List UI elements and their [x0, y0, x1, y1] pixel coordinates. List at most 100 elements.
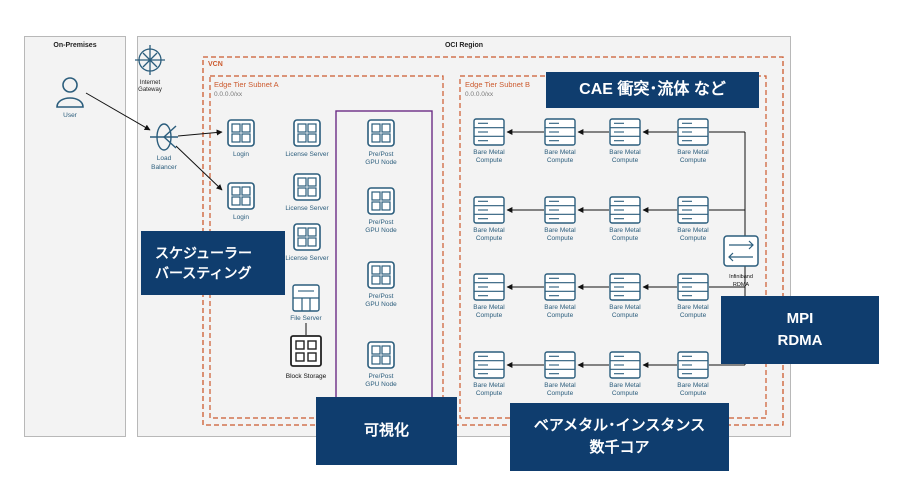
bare-metal-label: Compute	[476, 390, 503, 397]
bare-metal-label: Compute	[612, 390, 639, 397]
license-server-2-icon	[293, 173, 321, 201]
bare-metal-server-icon	[473, 351, 505, 379]
gpu-node-4-icon	[367, 341, 395, 369]
bare-metal-label: Bare Metal	[609, 304, 641, 311]
scheduler-line2: バースティング	[155, 265, 252, 281]
bare-metal-label: Compute	[547, 235, 574, 242]
gpu-node-3-icon	[367, 261, 395, 289]
internet-gateway-line2: Gateway	[138, 87, 162, 93]
user-label: User	[63, 112, 78, 119]
bare-metal-label: Bare Metal	[473, 382, 505, 389]
vcn-label: VCN	[208, 61, 223, 68]
infiniband-switch-icon	[723, 235, 759, 267]
gpu-node-3-line2: GPU Node	[365, 301, 397, 308]
bare-metal-label: Compute	[476, 157, 503, 164]
baremetal-line1: ベアメタル･インスタンス	[533, 417, 706, 435]
cae-callout: CAE 衝突･流体 など	[546, 72, 759, 108]
bare-metal-server-icon	[609, 273, 641, 301]
gpu-node-2-icon	[367, 187, 395, 215]
subnet-b-cidr: 0.0.0.0/xx	[465, 91, 494, 98]
license-server-1-label: License Server	[285, 151, 329, 158]
login-1-icon	[227, 119, 255, 147]
on-premises-title: On-Premises	[53, 42, 97, 49]
login-2-label: Login	[233, 214, 249, 221]
visualization-callout: 可視化	[316, 397, 457, 465]
license-server-3-icon	[293, 223, 321, 251]
bare-metal-label: Bare Metal	[473, 227, 505, 234]
internet-gateway-line1: Internet	[140, 80, 161, 86]
gpu-node-1-icon	[367, 119, 395, 147]
bare-metal-server-icon	[544, 351, 576, 379]
bare-metal-label: Compute	[612, 312, 639, 319]
bare-metal-label: Compute	[680, 312, 707, 319]
bare-metal-label: Compute	[547, 312, 574, 319]
bare-metal-server-icon	[544, 273, 576, 301]
bare-metal-server-icon	[609, 118, 641, 146]
mpi-callout: MPI RDMA	[721, 296, 879, 364]
mpi-line1: MPI	[786, 310, 814, 328]
bare-metal-server-icon	[544, 118, 576, 146]
license-server-3-label: License Server	[285, 255, 329, 262]
bare-metal-label: Bare Metal	[677, 149, 709, 156]
gpu-node-3-line1: Pre/Post	[369, 293, 394, 300]
bare-metal-label: Bare Metal	[609, 149, 641, 156]
scheduler-line1: スケジューラー	[155, 244, 253, 261]
bare-metal-label: Compute	[547, 157, 574, 164]
file-server-icon	[292, 284, 320, 312]
bare-metal-label: Compute	[612, 157, 639, 164]
bare-metal-label: Bare Metal	[473, 149, 505, 156]
gpu-node-2-line1: Pre/Post	[369, 219, 394, 226]
bare-metal-label: Compute	[680, 235, 707, 242]
block-storage-icon	[290, 335, 322, 367]
bare-metal-label: Compute	[476, 235, 503, 242]
bare-metal-server-icon	[473, 273, 505, 301]
user-to-lb-arrow	[85, 92, 151, 131]
load-balancer-line2: Balancer	[151, 164, 177, 171]
bare-metal-server-icon	[677, 351, 709, 379]
baremetal-callout: ベアメタル･インスタンス 数千コア	[510, 403, 729, 471]
bare-metal-server-icon	[677, 273, 709, 301]
infiniband-line2: RDMA	[733, 282, 750, 288]
infiniband-line1: Infiniband	[729, 274, 753, 280]
load-balancer-icon	[150, 123, 178, 151]
gpu-node-1-line1: Pre/Post	[369, 151, 394, 158]
bare-metal-label: Bare Metal	[677, 227, 709, 234]
bare-metal-label: Compute	[612, 235, 639, 242]
bare-metal-label: Compute	[547, 390, 574, 397]
file-server-label: File Server	[290, 315, 322, 322]
bare-metal-label: Bare Metal	[609, 227, 641, 234]
bare-metal-label: Bare Metal	[609, 382, 641, 389]
bare-metal-label: Compute	[680, 157, 707, 164]
on-premises-panel: On-Premises	[24, 36, 126, 437]
license-server-1-icon	[293, 119, 321, 147]
bare-metal-server-icon	[473, 118, 505, 146]
gpu-node-4-line2: GPU Node	[365, 381, 397, 388]
bare-metal-label: Bare Metal	[677, 382, 709, 389]
subnet-a-label: Edge Tier Subnet A	[214, 80, 279, 89]
bare-metal-label: Bare Metal	[544, 382, 576, 389]
subnet-a-cidr: 0.0.0.0/xx	[214, 91, 243, 98]
cae-callout-text: CAE 衝突･流体 など	[579, 81, 726, 99]
gpu-node-4-line1: Pre/Post	[369, 373, 394, 380]
visualization-text: 可視化	[363, 422, 409, 440]
bare-metal-label: Bare Metal	[544, 149, 576, 156]
lb-to-login1-arrow	[177, 129, 223, 137]
bare-metal-label: Compute	[680, 390, 707, 397]
bare-metal-server-icon	[609, 196, 641, 224]
bare-metal-server-icon	[473, 196, 505, 224]
lb-to-login2-arrow	[175, 145, 223, 191]
mpi-line2: RDMA	[777, 332, 823, 349]
login-2-icon	[227, 182, 255, 210]
bare-metal-server-icon	[677, 196, 709, 224]
bare-metal-label: Bare Metal	[544, 227, 576, 234]
bare-metal-label: Bare Metal	[544, 304, 576, 311]
gpu-node-1-line2: GPU Node	[365, 159, 397, 166]
gpu-node-2-line2: GPU Node	[365, 227, 397, 234]
user-icon	[56, 77, 84, 108]
bare-metal-server-icon	[677, 118, 709, 146]
bare-metal-server-icon	[544, 196, 576, 224]
scheduler-callout: スケジューラー バースティング	[141, 231, 285, 295]
block-storage-label: Block Storage	[286, 373, 327, 380]
bare-metal-server-icon	[609, 351, 641, 379]
